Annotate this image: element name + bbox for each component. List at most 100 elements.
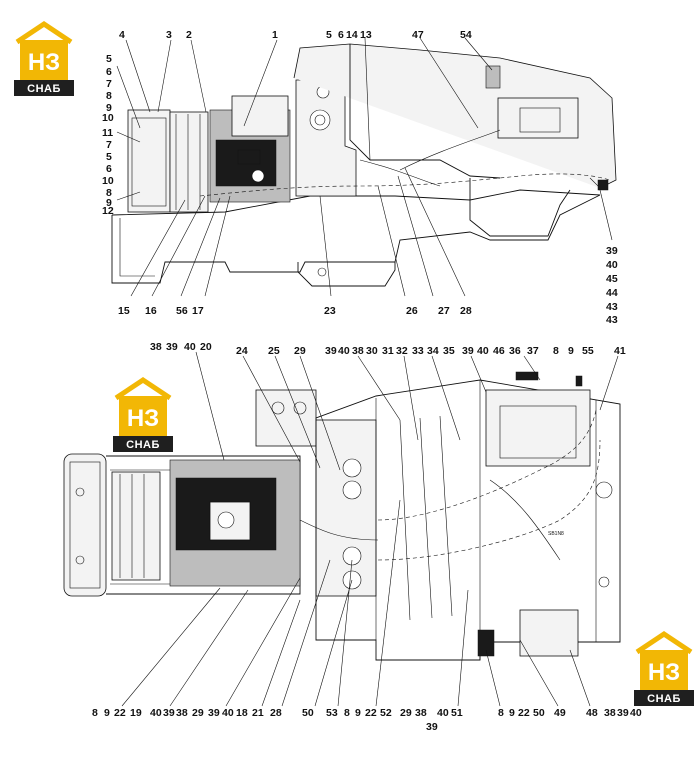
callout-53: 53 bbox=[326, 707, 338, 719]
callout-6: 6 bbox=[106, 66, 112, 78]
callout-37: 37 bbox=[527, 345, 539, 357]
callout-25: 25 bbox=[268, 345, 280, 357]
callout-40: 40 bbox=[477, 345, 489, 357]
callout-39: 39 bbox=[606, 245, 618, 257]
callout-43: 43 bbox=[606, 314, 618, 326]
callout-39: 39 bbox=[617, 707, 629, 719]
callout-29: 29 bbox=[400, 707, 412, 719]
brand-logo-bottom: НЗ СНАБ bbox=[634, 630, 694, 706]
brand-logo-top: НЗ СНАБ bbox=[14, 20, 74, 96]
svg-text:НЗ: НЗ bbox=[28, 49, 60, 76]
callout-8: 8 bbox=[498, 707, 504, 719]
callout-38: 38 bbox=[352, 345, 364, 357]
callout-10: 10 bbox=[102, 175, 114, 187]
callout-40: 40 bbox=[606, 259, 618, 271]
side-view-callouts: 4 3 2 1 5 6 7 8 9 10 11 7 5 6 10 8 9 12 … bbox=[102, 29, 618, 326]
svg-text:СНАБ: СНАБ bbox=[647, 693, 681, 705]
callout-9: 9 bbox=[355, 707, 361, 719]
callout-52: 52 bbox=[380, 707, 392, 719]
callout-33: 33 bbox=[412, 345, 424, 357]
callout-40: 40 bbox=[150, 707, 162, 719]
callout-17: 17 bbox=[192, 305, 204, 317]
callout-8: 8 bbox=[106, 187, 112, 199]
callout-9: 9 bbox=[568, 345, 574, 357]
callout-8: 8 bbox=[92, 707, 98, 719]
callout-44: 44 bbox=[606, 287, 618, 299]
callout-13: 13 bbox=[360, 29, 372, 41]
callout-9: 9 bbox=[509, 707, 515, 719]
callout-6: 6 bbox=[106, 163, 112, 175]
callout-50: 50 bbox=[533, 707, 545, 719]
callout-31: 31 bbox=[382, 345, 394, 357]
callout-3: 3 bbox=[166, 29, 172, 41]
callout-50: 50 bbox=[302, 707, 314, 719]
callout-35: 35 bbox=[443, 345, 455, 357]
callout-40: 40 bbox=[222, 707, 234, 719]
callout-56: 56 bbox=[176, 305, 188, 317]
callout-38: 38 bbox=[176, 707, 188, 719]
callout-48: 48 bbox=[586, 707, 598, 719]
callout-22: 22 bbox=[365, 707, 377, 719]
label-plate: SB1N8 bbox=[548, 531, 564, 537]
callout-27: 27 bbox=[438, 305, 450, 317]
callout-4: 4 bbox=[119, 29, 125, 41]
callout-6: 6 bbox=[338, 29, 344, 41]
callout-8: 8 bbox=[106, 90, 112, 102]
svg-text:НЗ: НЗ bbox=[648, 659, 680, 686]
callout-29: 29 bbox=[192, 707, 204, 719]
callout-18: 18 bbox=[236, 707, 248, 719]
callout-39: 39 bbox=[325, 345, 337, 357]
callout-9: 9 bbox=[104, 707, 110, 719]
callout-7: 7 bbox=[106, 78, 112, 90]
callout-22: 22 bbox=[518, 707, 530, 719]
callout-39: 39 bbox=[163, 707, 175, 719]
callout-55: 55 bbox=[582, 345, 594, 357]
svg-text:СНАБ: СНАБ bbox=[27, 83, 61, 95]
callout-2: 2 bbox=[186, 29, 192, 41]
callout-21: 21 bbox=[252, 707, 264, 719]
callout-10: 10 bbox=[102, 112, 114, 124]
callout-7: 7 bbox=[106, 139, 112, 151]
callout-34: 34 bbox=[427, 345, 439, 357]
callout-8: 8 bbox=[553, 345, 559, 357]
callout-43: 43 bbox=[606, 301, 618, 313]
callout-54: 54 bbox=[460, 29, 472, 41]
callout-38: 38 bbox=[150, 341, 162, 353]
callout-5: 5 bbox=[106, 151, 112, 163]
callout-28: 28 bbox=[460, 305, 472, 317]
callout-39: 39 bbox=[426, 721, 438, 733]
callout-20: 20 bbox=[200, 341, 212, 353]
callout-9: 9 bbox=[106, 102, 112, 114]
callout-40: 40 bbox=[630, 707, 642, 719]
callout-26: 26 bbox=[406, 305, 418, 317]
callout-19: 19 bbox=[130, 707, 142, 719]
svg-text:СНАБ: СНАБ bbox=[126, 439, 160, 451]
callout-32: 32 bbox=[396, 345, 408, 357]
plan-view-drawing: SB1N8 bbox=[63, 371, 621, 661]
callout-39: 39 bbox=[208, 707, 220, 719]
callout-40: 40 bbox=[338, 345, 350, 357]
callout-46: 46 bbox=[493, 345, 505, 357]
side-view-leaders bbox=[116, 37, 613, 297]
plan-view-bottom-labels: 8 9 22 19 40 39 38 29 39 40 18 21 28 50 … bbox=[92, 707, 642, 733]
callout-40: 40 bbox=[184, 341, 196, 353]
callout-22: 22 bbox=[114, 707, 126, 719]
plan-view-leaders bbox=[121, 351, 619, 707]
brand-logo-middle: НЗ СНАБ bbox=[113, 376, 173, 452]
callout-29: 29 bbox=[294, 345, 306, 357]
callout-16: 16 bbox=[145, 305, 157, 317]
callout-11: 11 bbox=[102, 127, 113, 139]
callout-12: 12 bbox=[102, 205, 114, 217]
callout-5: 5 bbox=[326, 29, 332, 41]
callout-5: 5 bbox=[106, 53, 112, 65]
callout-36: 36 bbox=[509, 345, 521, 357]
callout-28: 28 bbox=[270, 707, 282, 719]
callout-30: 30 bbox=[366, 345, 378, 357]
callout-23: 23 bbox=[324, 305, 336, 317]
plan-view-top-labels: 38 39 40 20 24 25 29 39 40 38 30 31 32 3… bbox=[150, 341, 626, 357]
callout-45: 45 bbox=[606, 273, 618, 285]
callout-41: 41 bbox=[614, 345, 626, 357]
svg-text:НЗ: НЗ bbox=[127, 405, 159, 432]
callout-38: 38 bbox=[415, 707, 427, 719]
